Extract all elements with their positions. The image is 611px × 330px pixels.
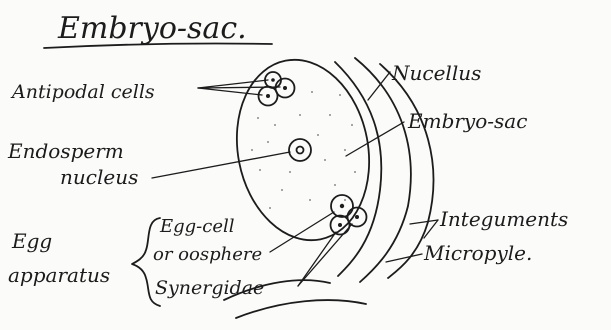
- label-egg-apparatus-line2: apparatus: [8, 263, 110, 287]
- antipodal-cells: [259, 72, 295, 106]
- leader-endosperm: [152, 152, 290, 178]
- label-endosperm-line2: nucleus: [60, 165, 138, 189]
- leader-nucellus: [368, 72, 390, 100]
- leader-micropyle: [386, 254, 422, 262]
- label-embryo-sac: Embryo-sac: [407, 109, 527, 133]
- inner-integument: [355, 58, 411, 282]
- endosperm-nucleus: [289, 139, 311, 161]
- leader-antipodal-1: [198, 88, 262, 95]
- label-synergidae: Synergidae: [155, 277, 264, 299]
- integument-base-2: [236, 300, 366, 318]
- leader-integuments-1: [410, 220, 438, 224]
- label-egg-cell-line2: or oosphere: [153, 244, 262, 265]
- label-egg-cell-line1: Egg-cell: [159, 216, 235, 237]
- label-nucellus: Nucellus: [391, 61, 481, 85]
- leader-synergidae-2: [298, 224, 352, 286]
- nucellus-outline: [335, 62, 381, 276]
- label-integuments: Integuments: [439, 207, 568, 231]
- label-micropyle: Micropyle.: [423, 241, 532, 265]
- leader-egg-cell: [270, 212, 334, 252]
- label-egg-apparatus-line1: Egg: [11, 229, 52, 253]
- diagram-title: Embryo-sac.: [57, 11, 247, 46]
- label-antipodal-cells: Antipodal cells: [10, 81, 155, 103]
- label-endosperm-line1: Endosperm: [7, 139, 124, 163]
